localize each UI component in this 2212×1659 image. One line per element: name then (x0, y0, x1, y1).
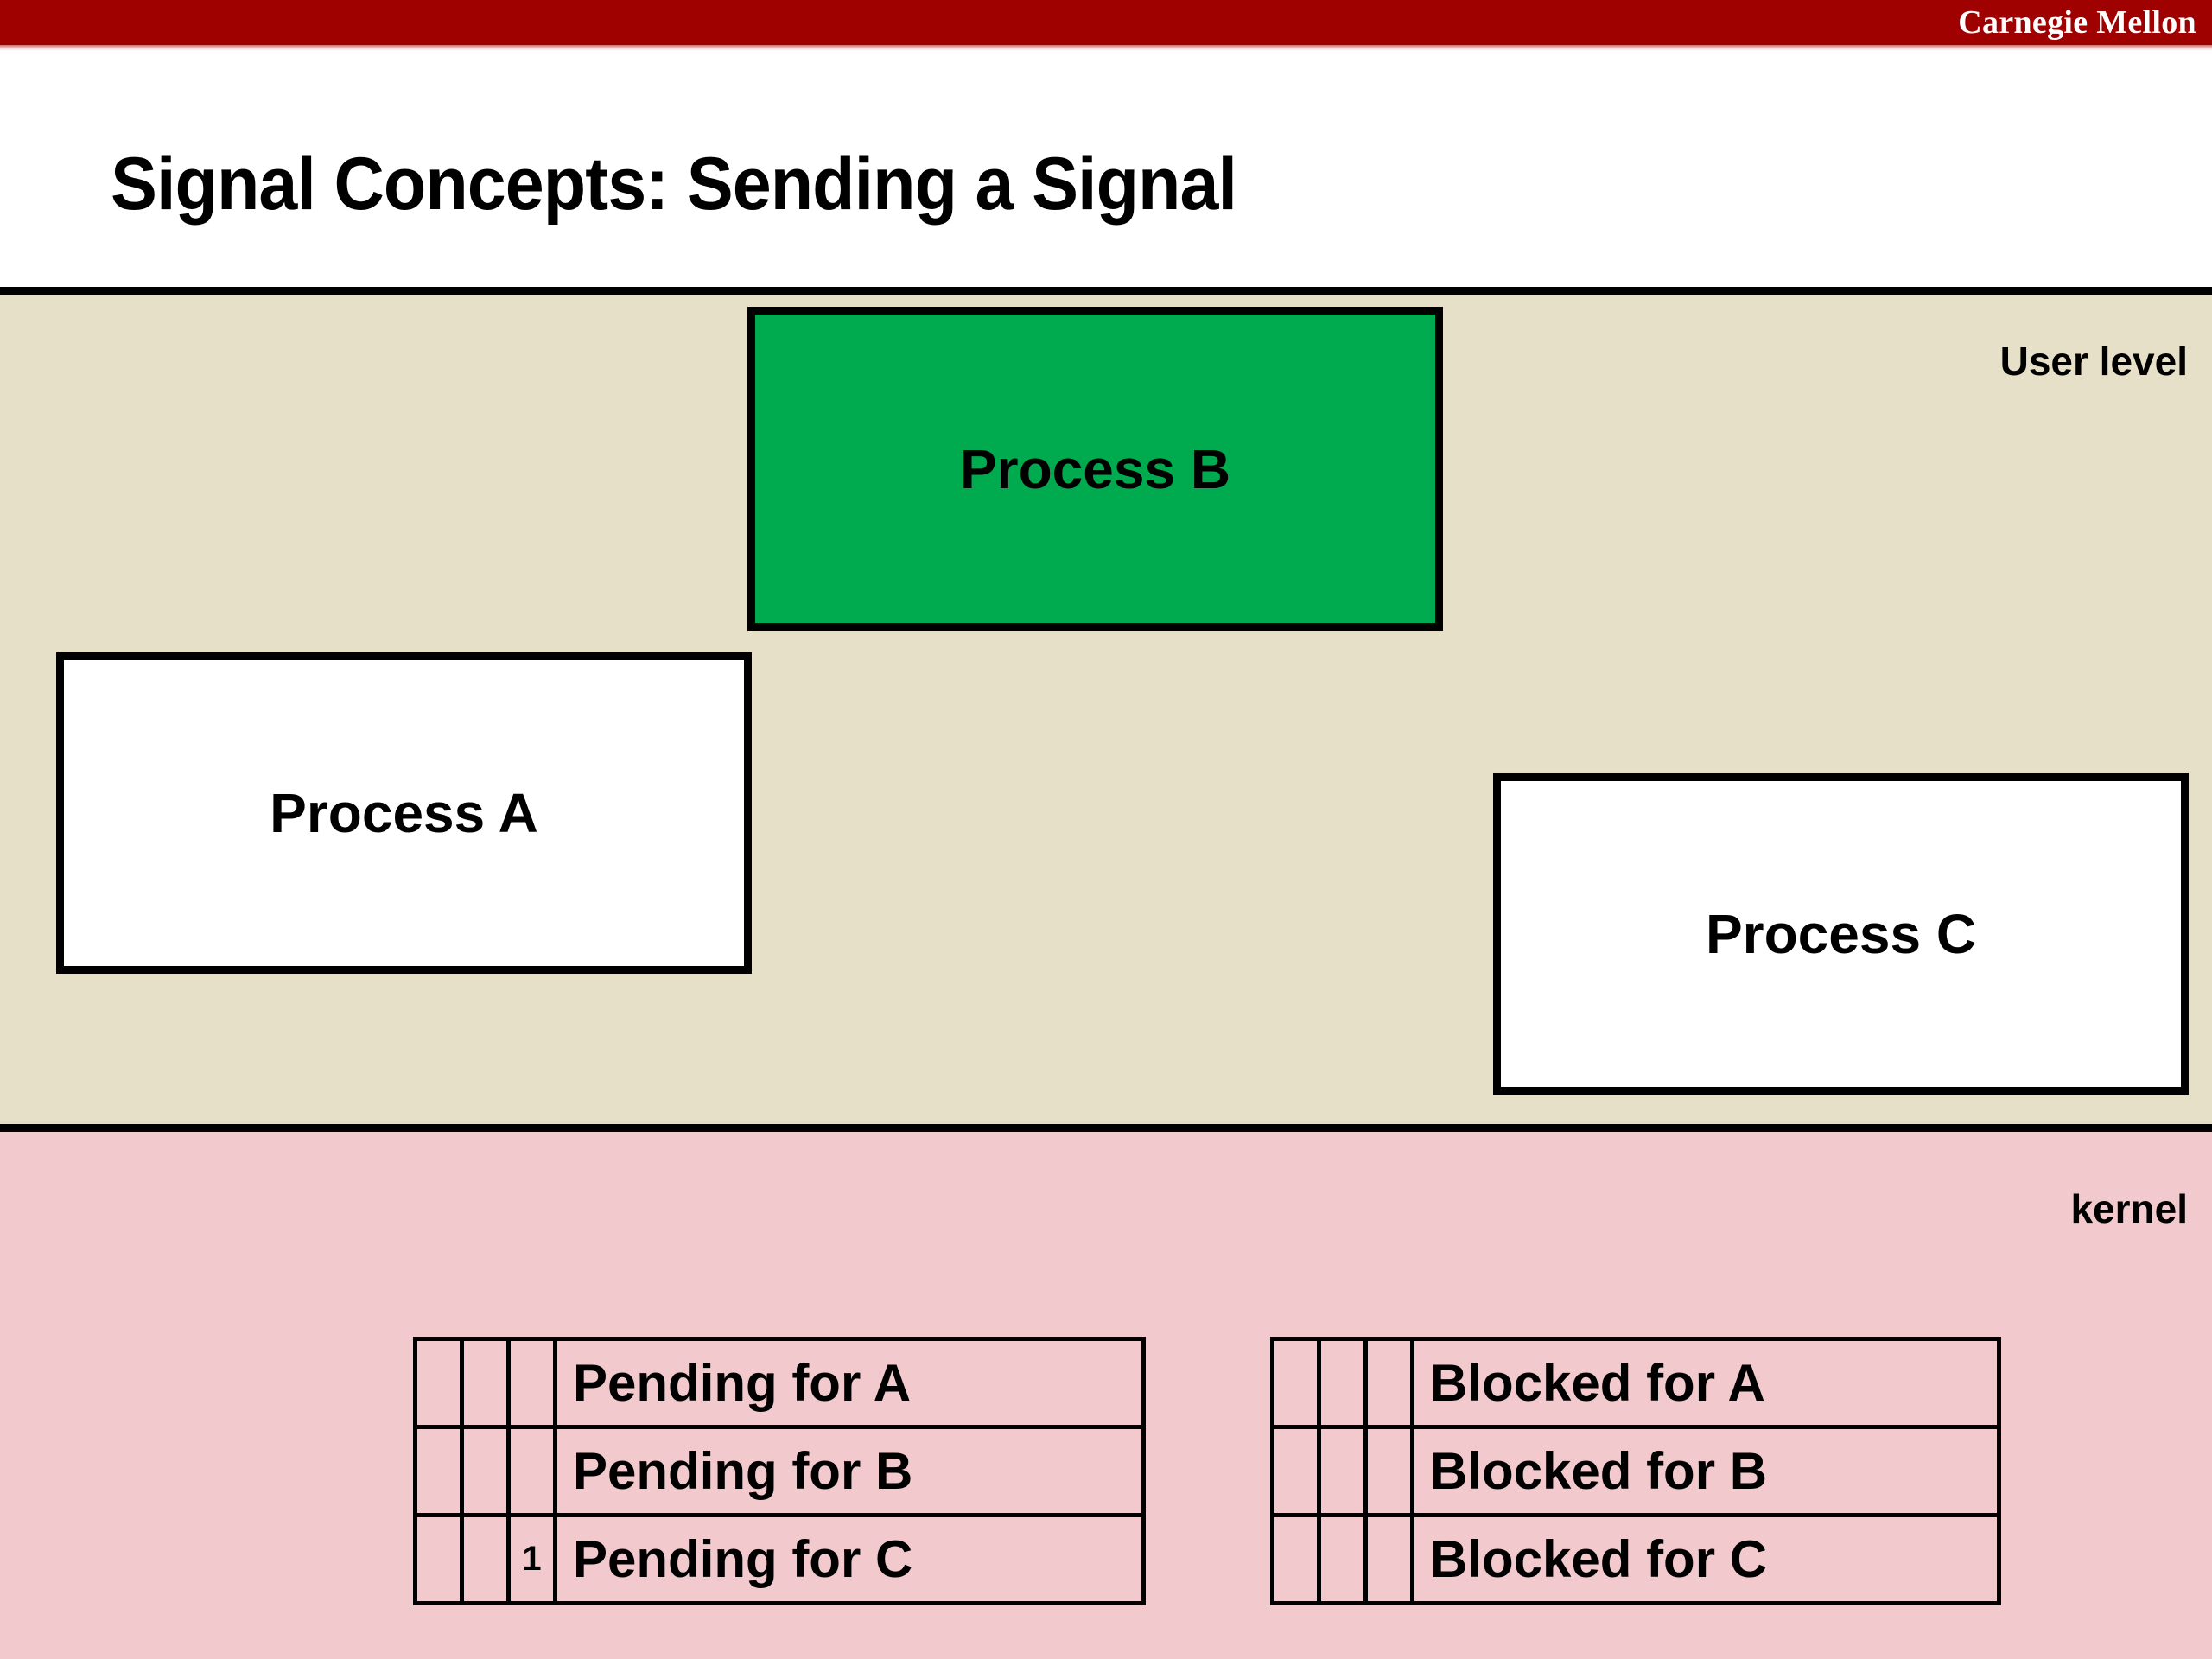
blocked-signals-table: Blocked for A Blocked for B Blocked for … (1270, 1337, 2001, 1605)
pending-a-bit-0[interactable] (413, 1337, 464, 1429)
blocked-a-label: Blocked for A (1410, 1337, 2001, 1429)
table-row: Blocked for B (1270, 1425, 2001, 1517)
banner-gradient-divider (0, 45, 2212, 51)
table-row: Pending for A (413, 1337, 1146, 1429)
pending-b-bit-1[interactable] (460, 1425, 511, 1517)
process-a-label: Process A (270, 782, 538, 844)
blocked-a-bit-2[interactable] (1363, 1337, 1414, 1429)
process-a-box[interactable]: Process A (56, 652, 752, 974)
pending-signals-table: Pending for A Pending for B 1 Pending fo… (413, 1337, 1146, 1605)
blocked-c-bit-0[interactable] (1270, 1513, 1321, 1605)
carnegie-mellon-wordmark: Carnegie Mellon (1958, 4, 2196, 41)
process-b-label: Process B (959, 437, 1231, 500)
pending-a-label: Pending for A (553, 1337, 1146, 1429)
blocked-c-bit-2[interactable] (1363, 1513, 1414, 1605)
blocked-c-bit-1[interactable] (1317, 1513, 1368, 1605)
table-row: Pending for B (413, 1425, 1146, 1517)
kernel-label: kernel (2070, 1186, 2188, 1231)
process-c-box[interactable]: Process C (1493, 773, 2189, 1095)
table-row: 1 Pending for C (413, 1513, 1146, 1605)
blocked-b-bit-0[interactable] (1270, 1425, 1321, 1517)
user-level-label: User level (1999, 339, 2188, 384)
blocked-a-bit-0[interactable] (1270, 1337, 1321, 1429)
blocked-a-bit-1[interactable] (1317, 1337, 1368, 1429)
process-c-label: Process C (1705, 903, 1977, 965)
pending-c-bit-2[interactable]: 1 (506, 1513, 557, 1605)
blocked-b-bit-1[interactable] (1317, 1425, 1368, 1517)
pending-a-bit-1[interactable] (460, 1337, 511, 1429)
top-banner (0, 0, 2212, 45)
table-row: Blocked for C (1270, 1513, 2001, 1605)
pending-b-bit-0[interactable] (413, 1425, 464, 1517)
blocked-c-label: Blocked for C (1410, 1513, 2001, 1605)
pending-c-bit-0[interactable] (413, 1513, 464, 1605)
pending-a-bit-2[interactable] (506, 1337, 557, 1429)
pending-b-bit-2[interactable] (506, 1425, 557, 1517)
process-b-box[interactable]: Process B (747, 307, 1443, 631)
pending-c-bit-1[interactable] (460, 1513, 511, 1605)
blocked-b-label: Blocked for B (1410, 1425, 2001, 1517)
table-row: Blocked for A (1270, 1337, 2001, 1429)
blocked-b-bit-2[interactable] (1363, 1425, 1414, 1517)
pending-b-label: Pending for B (553, 1425, 1146, 1517)
page-title: Signal Concepts: Sending a Signal (111, 143, 1237, 226)
pending-c-label: Pending for C (553, 1513, 1146, 1605)
